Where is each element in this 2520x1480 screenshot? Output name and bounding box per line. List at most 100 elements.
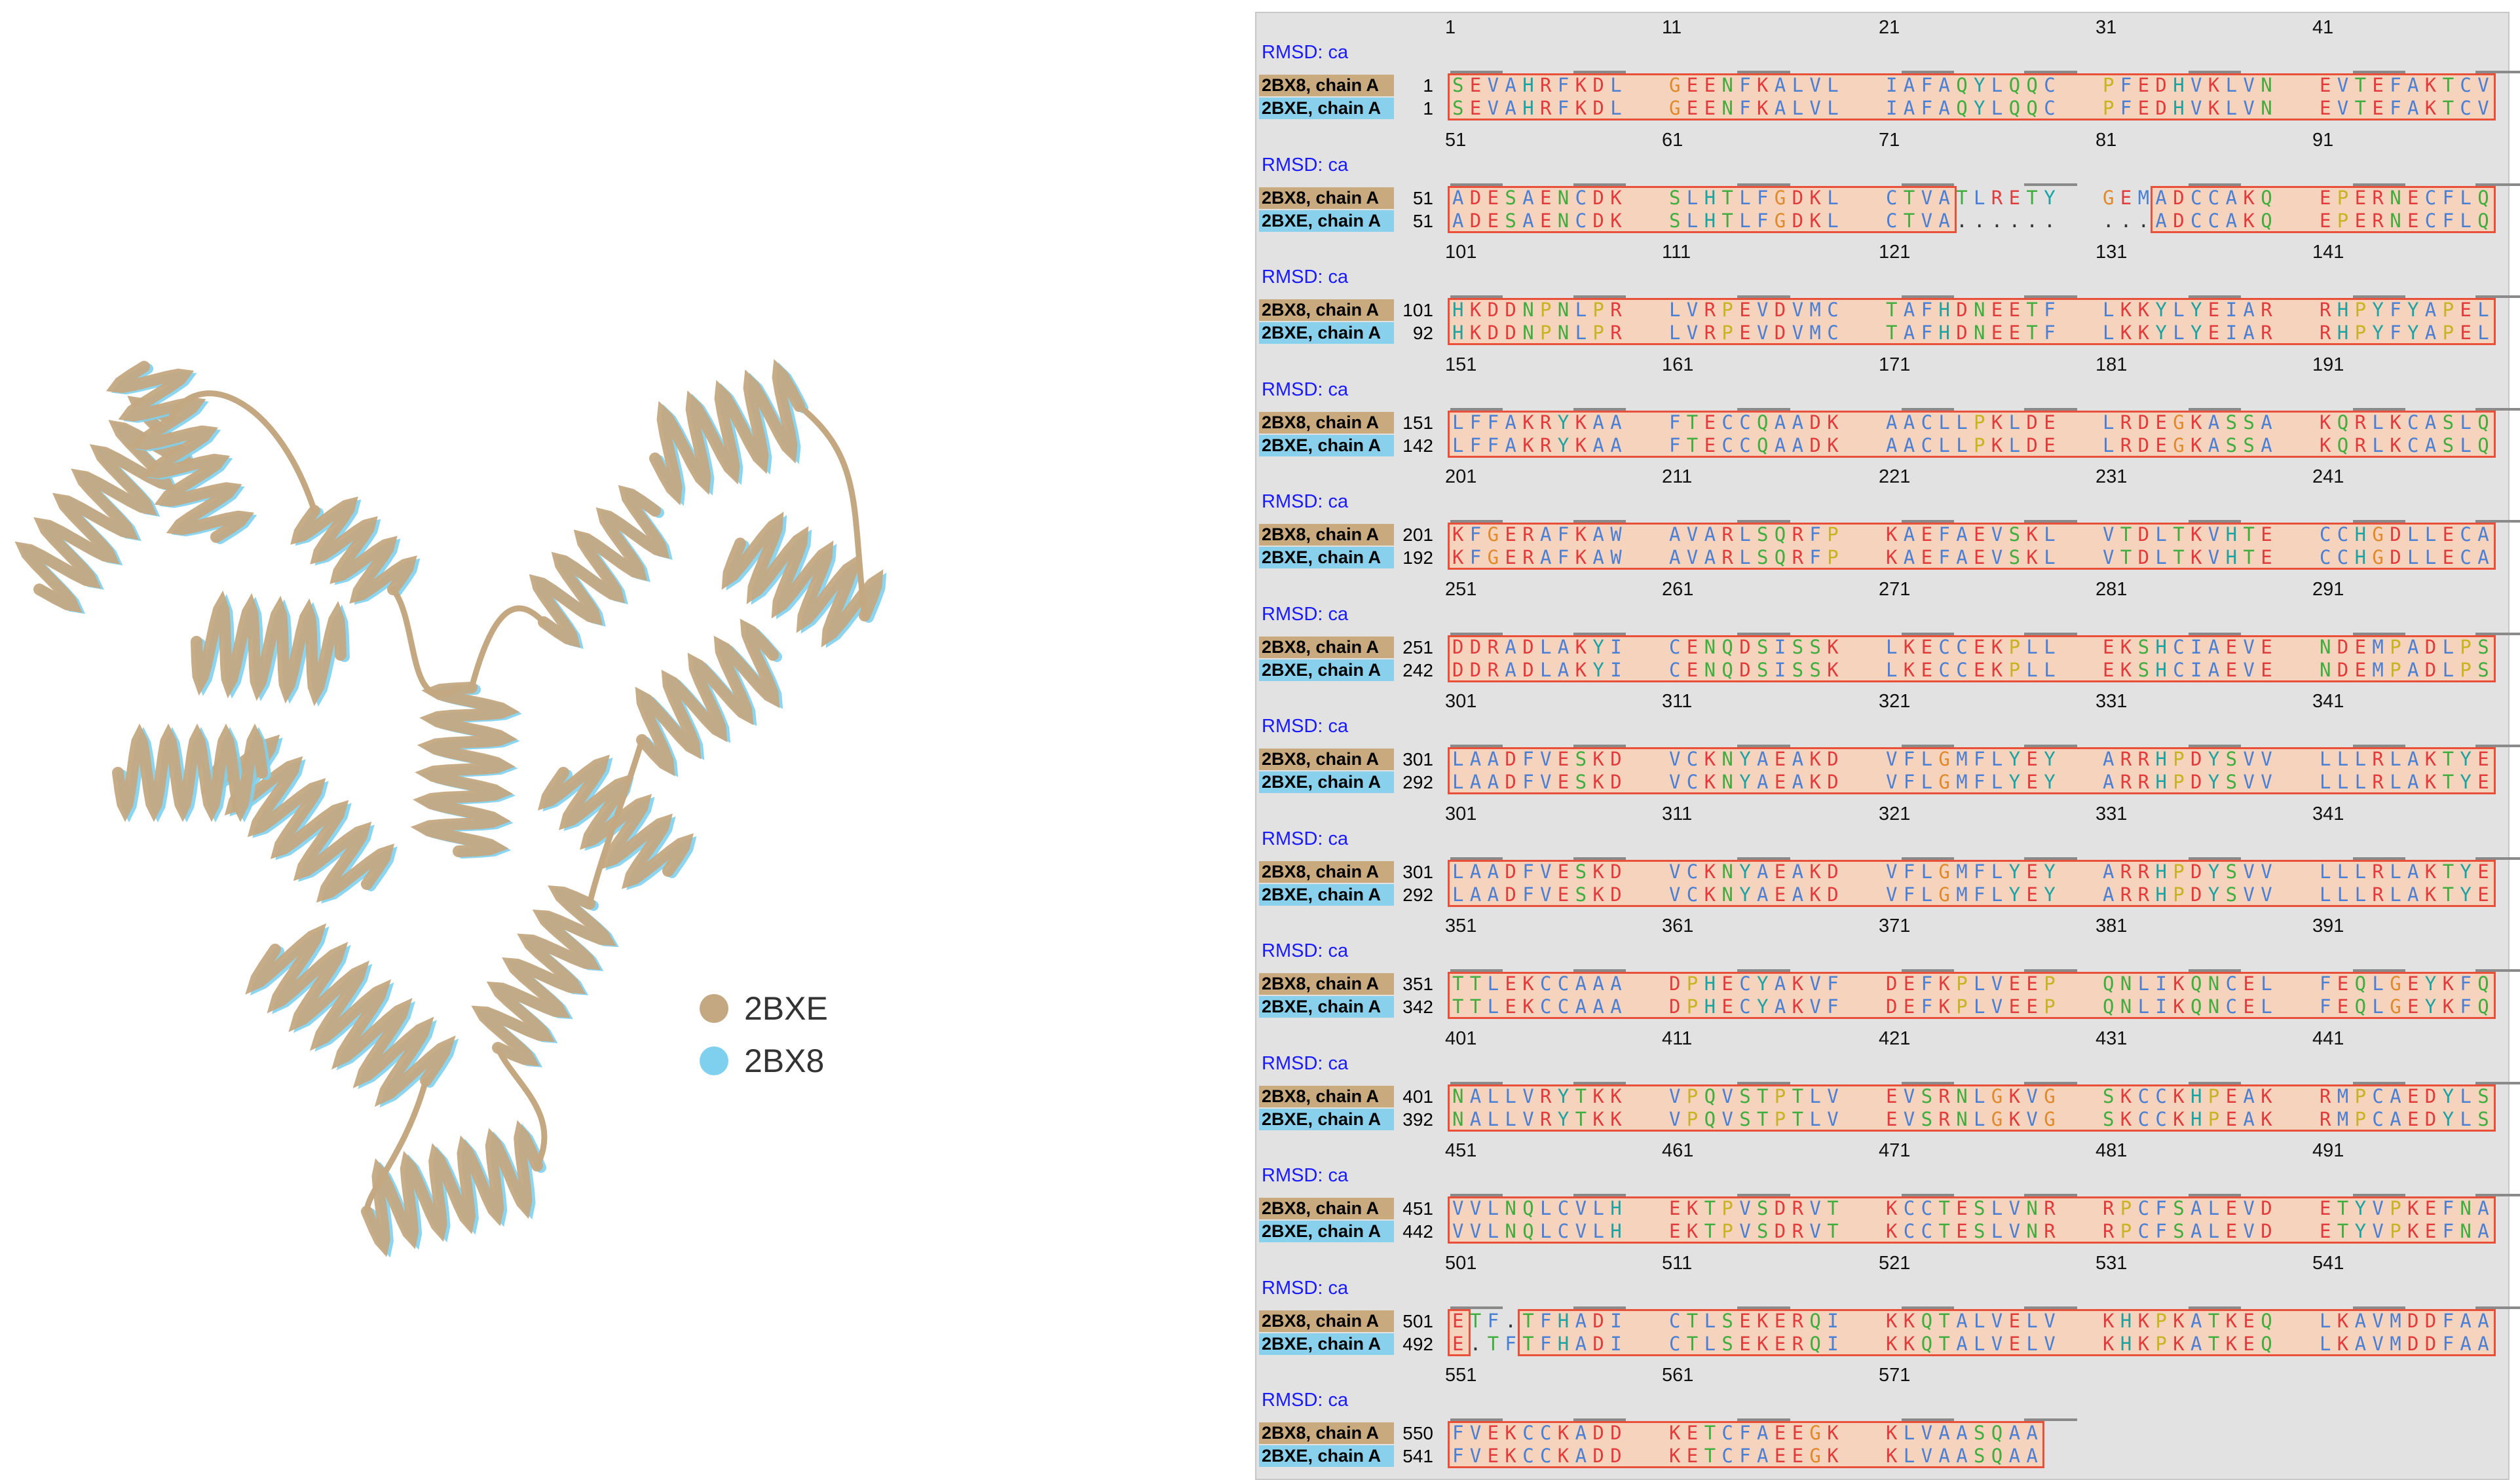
residue[interactable]: . <box>1505 1309 1516 1332</box>
residue[interactable]: L <box>1991 748 2003 770</box>
residue[interactable]: E <box>2137 97 2150 119</box>
residue[interactable]: F <box>2155 1220 2167 1242</box>
residue[interactable]: P <box>2008 635 2021 658</box>
residue[interactable]: Y <box>2191 322 2202 344</box>
residue[interactable]: L <box>2103 411 2115 434</box>
residue[interactable]: A <box>1469 1107 1482 1130</box>
residue[interactable]: E <box>2320 1220 2331 1242</box>
residue[interactable]: Q <box>2477 209 2489 232</box>
residue[interactable]: V <box>2243 883 2255 906</box>
residue[interactable]: L <box>2008 411 2021 434</box>
residue[interactable]: A <box>1522 209 1534 232</box>
residue[interactable]: F <box>2442 1309 2454 1332</box>
residue[interactable]: V <box>1522 1107 1534 1130</box>
residue[interactable]: E <box>1686 658 1699 681</box>
residue[interactable]: P <box>1592 299 1604 321</box>
residue[interactable]: E <box>1974 658 1985 681</box>
residue[interactable]: K <box>1809 748 1821 770</box>
residue[interactable]: E <box>1686 74 1699 96</box>
residue[interactable]: N <box>2460 1220 2472 1242</box>
residue[interactable]: C <box>1938 658 1950 681</box>
residue[interactable]: Y <box>2208 883 2220 906</box>
residue[interactable]: A <box>1592 995 1604 1018</box>
residue[interactable]: E <box>2225 1220 2238 1242</box>
residue[interactable]: V <box>1669 1084 1681 1107</box>
residue[interactable]: T <box>1469 1309 1482 1332</box>
residue[interactable]: M <box>1809 322 1821 344</box>
residue[interactable]: H <box>2191 1084 2202 1107</box>
residue[interactable]: F <box>1757 186 1769 209</box>
residue[interactable]: C <box>1540 1422 1552 1444</box>
residue[interactable]: K <box>2407 1220 2419 1242</box>
residue[interactable]: A <box>2460 1309 2472 1332</box>
residue[interactable]: T <box>1575 1084 1587 1107</box>
residue[interactable]: D <box>1774 1220 1786 1242</box>
residue[interactable]: E <box>1721 972 1733 995</box>
residue[interactable]: R <box>2120 860 2132 883</box>
residue[interactable]: S <box>1974 1422 1985 1444</box>
residue[interactable]: V <box>1522 1084 1534 1107</box>
residue[interactable]: L <box>1991 860 2003 883</box>
residue[interactable]: A <box>1610 972 1622 995</box>
residue[interactable]: L <box>2390 771 2401 793</box>
residue[interactable]: E <box>2243 1332 2255 1355</box>
residue[interactable]: . <box>1991 209 2003 232</box>
residue[interactable]: P <box>2390 658 2401 681</box>
residue[interactable]: E <box>2120 186 2132 209</box>
residue[interactable]: V <box>1575 1197 1587 1219</box>
residue[interactable]: E <box>1704 411 1716 434</box>
residue[interactable]: L <box>1991 1197 2003 1219</box>
residue[interactable]: K <box>1575 97 1587 119</box>
residue[interactable]: M <box>1809 299 1821 321</box>
residue[interactable]: F <box>2442 209 2454 232</box>
residue[interactable]: V <box>1686 322 1699 344</box>
residue[interactable]: P <box>2337 186 2349 209</box>
residue[interactable]: E <box>2460 299 2472 321</box>
residue[interactable]: L <box>1487 1107 1499 1130</box>
residue[interactable]: F <box>1974 771 1985 793</box>
residue[interactable]: A <box>1903 322 1915 344</box>
residue[interactable]: F <box>1557 546 1570 568</box>
residue[interactable]: F <box>1669 434 1681 456</box>
residue[interactable]: R <box>2103 1197 2115 1219</box>
residue[interactable]: K <box>2103 1309 2115 1332</box>
residue[interactable]: A <box>1469 771 1482 793</box>
residue[interactable]: T <box>1792 1107 1804 1130</box>
residue[interactable]: K <box>1886 1422 1898 1444</box>
residue[interactable]: E <box>1774 860 1786 883</box>
residue[interactable]: D <box>1610 1422 1622 1444</box>
residue[interactable]: H <box>1610 1220 1622 1242</box>
residue[interactable]: Y <box>2424 972 2437 995</box>
residue[interactable]: L <box>2460 1084 2472 1107</box>
residue[interactable]: L <box>1452 771 1464 793</box>
residue[interactable]: V <box>1886 771 1898 793</box>
residue[interactable]: T <box>2243 523 2255 546</box>
residue[interactable]: S <box>2008 523 2021 546</box>
residue[interactable]: C <box>2460 546 2472 568</box>
residue[interactable]: L <box>2103 434 2115 456</box>
residue[interactable]: V <box>1669 1107 1681 1130</box>
residue[interactable]: G <box>2372 523 2384 546</box>
residue[interactable]: R <box>1721 523 1733 546</box>
residue[interactable]: T <box>1721 209 1733 232</box>
residue[interactable]: V <box>1686 546 1699 568</box>
residue[interactable]: P <box>2390 635 2401 658</box>
residue[interactable]: L <box>1792 74 1804 96</box>
residue[interactable]: C <box>2173 658 2185 681</box>
residue[interactable]: L <box>2155 546 2167 568</box>
residue[interactable]: A <box>1575 1309 1587 1332</box>
residue[interactable]: F <box>1827 995 1839 1018</box>
residue[interactable]: N <box>2208 972 2220 995</box>
residue[interactable]: E <box>2026 972 2038 995</box>
residue[interactable]: Y <box>1739 748 1751 770</box>
residue[interactable]: F <box>1669 411 1681 434</box>
residue[interactable]: Y <box>2044 883 2056 906</box>
residue[interactable]: N <box>1522 322 1534 344</box>
residue[interactable]: V <box>2372 1309 2384 1332</box>
residue[interactable]: A <box>2155 209 2167 232</box>
residue[interactable]: L <box>1921 883 1933 906</box>
residue[interactable]: S <box>1974 1197 1985 1219</box>
residue[interactable]: D <box>1669 995 1681 1018</box>
residue[interactable]: S <box>2477 1107 2489 1130</box>
